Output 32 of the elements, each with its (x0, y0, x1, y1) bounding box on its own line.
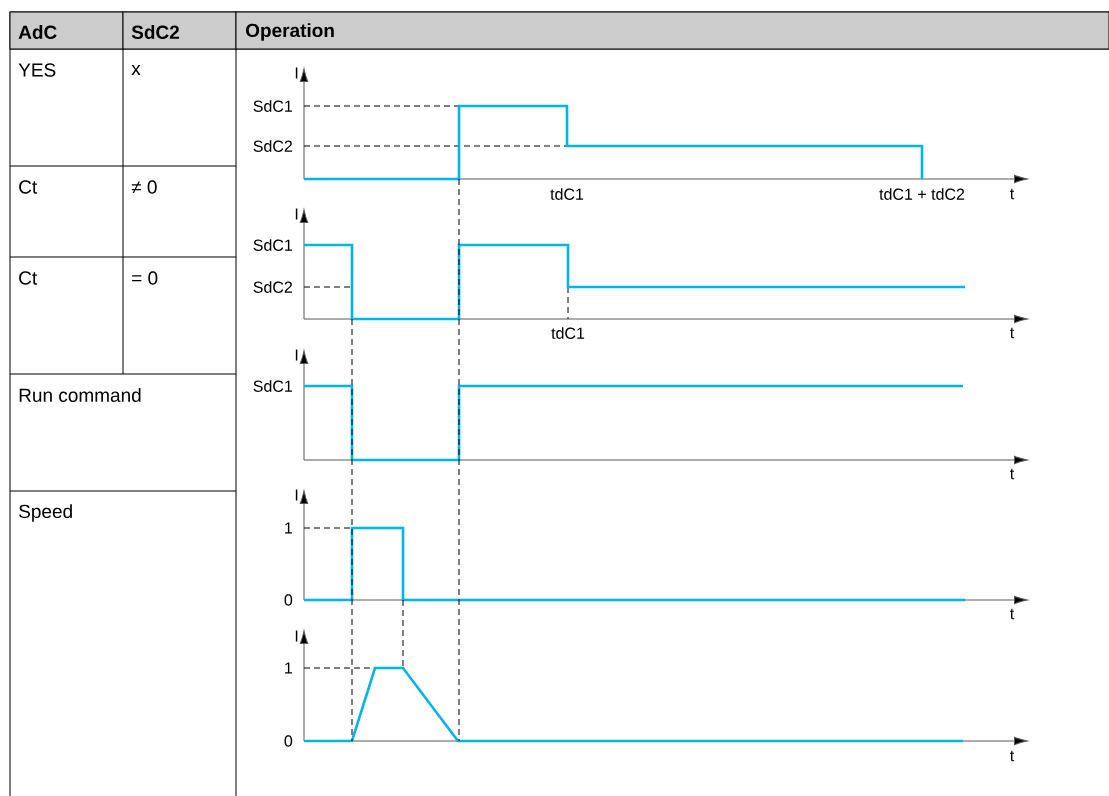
table-cell: Ct (19, 180, 38, 194)
level-label: SdC1 (253, 380, 292, 392)
time-label: tdC1 (550, 188, 584, 200)
axis-label: t (1010, 327, 1015, 339)
axis-label: t (1010, 188, 1015, 200)
table-cell: ≠ 0 (131, 180, 157, 194)
axis-label: I (295, 489, 298, 501)
table-cell: Speed (19, 504, 72, 522)
table-cell: Run command (19, 388, 141, 402)
axis-label: I (295, 208, 298, 220)
axis-label: t (1010, 750, 1015, 762)
axis-label: I (295, 67, 298, 79)
level-label: SdC1 (253, 239, 292, 251)
table-cell: YES (18, 63, 56, 77)
axis-label: I (295, 630, 298, 642)
level-label: SdC1 (253, 100, 292, 112)
table-cell: x (131, 65, 141, 75)
table-cell: = 0 (132, 271, 158, 285)
level-label: 1 (285, 662, 292, 674)
level-label: 1 (285, 522, 292, 534)
level-label: SdC2 (253, 281, 292, 293)
time-label: tdC1 + tdC2 (879, 188, 965, 200)
level-label: 0 (284, 735, 293, 747)
time-label: tdC1 (551, 327, 585, 339)
column-header: AdC (9, 11, 124, 50)
level-label: SdC2 (253, 140, 292, 152)
axis-label: t (1010, 468, 1015, 480)
column-header: SdC2 (122, 11, 237, 50)
axis-label: I (295, 349, 298, 361)
table-cell: Ct (19, 271, 38, 285)
axis-label: t (1010, 608, 1015, 620)
level-label: 0 (284, 594, 293, 606)
